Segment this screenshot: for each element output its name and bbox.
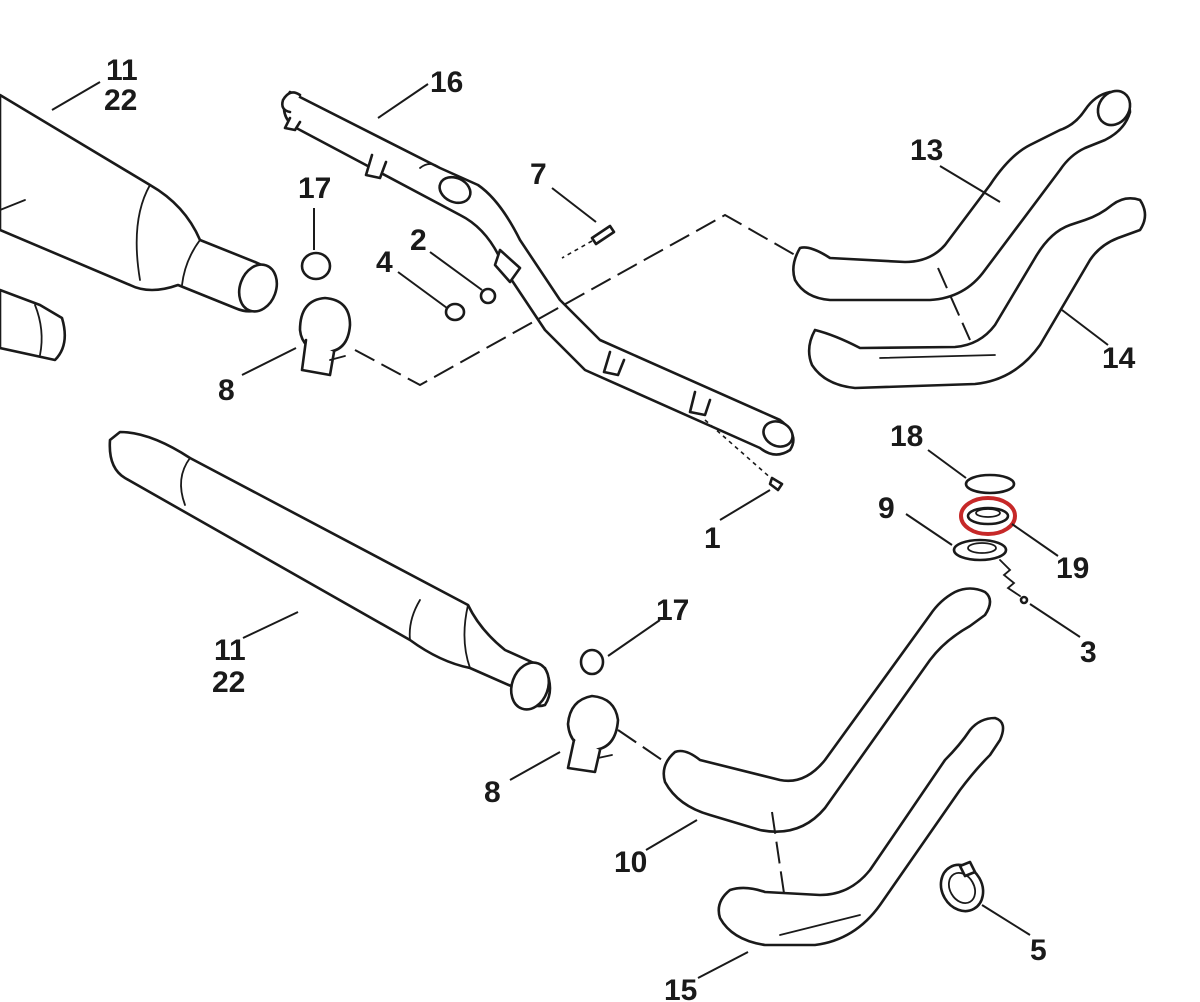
crossover-pipe bbox=[281, 90, 795, 456]
bolt-7 bbox=[561, 224, 616, 259]
washer-2 bbox=[479, 287, 497, 305]
callout-15: 15 bbox=[664, 974, 697, 1002]
callout-9: 9 bbox=[878, 492, 895, 525]
callout-4: 4 bbox=[376, 246, 393, 279]
callout-22-upper: 22 bbox=[104, 84, 137, 117]
callout-1: 1 bbox=[704, 522, 721, 555]
callout-11-upper: 11 bbox=[106, 54, 138, 87]
gasket-17-lower bbox=[579, 648, 605, 676]
callout-10: 10 bbox=[614, 846, 647, 879]
highlight-circle-19 bbox=[959, 496, 1017, 536]
clamp-8-upper bbox=[298, 296, 352, 377]
callout-13: 13 bbox=[910, 134, 943, 167]
alignment-line-lower bbox=[617, 729, 666, 763]
gasket-19 bbox=[966, 506, 1010, 526]
gasket-17-upper bbox=[300, 251, 332, 281]
header-pipe-10 bbox=[662, 587, 992, 833]
clamp-5 bbox=[939, 860, 985, 913]
callout-2: 2 bbox=[410, 224, 427, 257]
upper-muffler bbox=[0, 93, 279, 313]
callout-22-lower: 22 bbox=[212, 666, 245, 699]
header-pipe-15 bbox=[717, 716, 1005, 947]
alignment-line-10-15 bbox=[771, 811, 786, 901]
callout-16: 16 bbox=[430, 66, 463, 99]
stud-3 bbox=[999, 559, 1029, 605]
callout-3: 3 bbox=[1080, 636, 1097, 669]
upper-muffler-tip bbox=[0, 288, 67, 362]
flange-9 bbox=[952, 538, 1008, 562]
callout-8-upper: 8 bbox=[218, 374, 235, 407]
lower-muffler bbox=[108, 430, 552, 711]
callout-19: 19 bbox=[1056, 552, 1089, 585]
alignment-line-13-14 bbox=[937, 267, 971, 341]
callout-7: 7 bbox=[530, 158, 547, 191]
header-pipe-13 bbox=[792, 89, 1132, 302]
callout-18: 18 bbox=[890, 420, 923, 453]
callout-labels: 11 22 16 17 7 2 4 8 13 14 18 9 19 3 1 11… bbox=[104, 54, 1136, 1002]
callout-17-lower: 17 bbox=[656, 594, 689, 627]
gasket-18 bbox=[964, 473, 1016, 495]
callout-11-lower: 11 bbox=[214, 634, 246, 667]
callout-5: 5 bbox=[1030, 934, 1047, 967]
leader-lines bbox=[51, 81, 1109, 979]
screw-1 bbox=[704, 419, 784, 492]
callout-8-lower: 8 bbox=[484, 776, 501, 809]
alignment-line-upper bbox=[354, 213, 796, 387]
callout-14: 14 bbox=[1102, 342, 1136, 375]
clamp-8-lower bbox=[566, 694, 620, 774]
nut-4 bbox=[444, 302, 466, 322]
header-pipe-14 bbox=[807, 197, 1147, 390]
callout-17-upper: 17 bbox=[298, 172, 331, 205]
